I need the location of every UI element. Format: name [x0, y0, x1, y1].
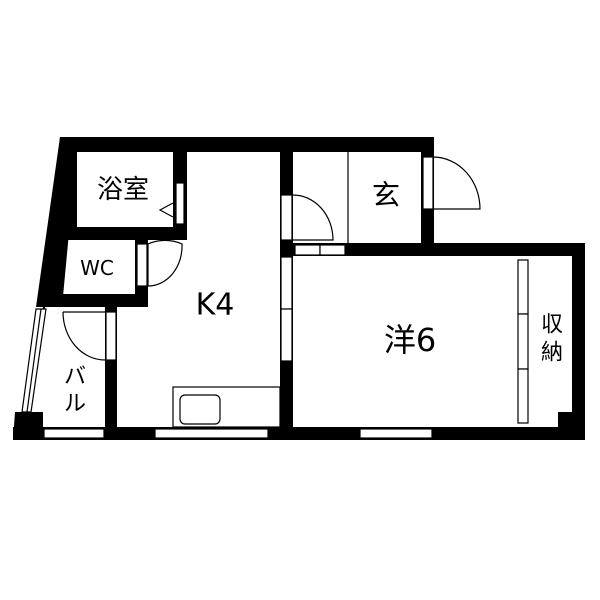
left-wall-upper: [36, 137, 77, 307]
storage-door-3[interactable]: [517, 368, 529, 424]
storage-label-bottom: 納: [541, 341, 563, 366]
wc-door[interactable]: [136, 243, 148, 287]
bath-label: 浴室: [97, 175, 149, 205]
kitchen-window: [154, 428, 269, 439]
balcony-door[interactable]: [105, 311, 117, 361]
kitchen-sink: [179, 394, 221, 425]
right-exterior-wall: [572, 243, 585, 440]
wc-label: WC: [80, 256, 114, 280]
railing-line: [26, 308, 42, 413]
hall-threshold-2: [319, 244, 346, 256]
wc-door-swing: [147, 239, 183, 287]
kitchen-label: K4: [196, 288, 235, 323]
western-room-label: 洋6: [384, 321, 436, 359]
storage-label-top: 収: [541, 313, 563, 338]
bath-door[interactable]: [175, 182, 185, 225]
room-labels: 浴室 WC K4 玄 洋6 収 納 バ ル: [64, 175, 563, 417]
hall-door-swing: [292, 194, 334, 241]
sliding-door-1[interactable]: [280, 256, 293, 310]
entrance-label: 玄: [372, 179, 400, 212]
entrance-door-swing: [432, 156, 481, 210]
storage-door-1[interactable]: [517, 259, 529, 315]
bath-door-arrow-icon: [158, 202, 174, 218]
wc-bottom-wall: [40, 294, 148, 307]
storage-corner-block: [558, 412, 573, 428]
bath-bottom-wall: [55, 227, 187, 240]
corner-block: [15, 412, 43, 440]
balcony-label-bottom: ル: [64, 392, 86, 417]
hall-threshold-1: [294, 244, 321, 256]
balcony-door-swing: [62, 311, 106, 361]
balcony-window: [43, 428, 105, 439]
wc-left-wall: [48, 240, 61, 307]
storage-door-2[interactable]: [517, 313, 529, 370]
top-wall: [60, 137, 434, 152]
western-room-window: [359, 428, 433, 439]
openings: [21, 152, 529, 439]
balcony-label-top: バ: [64, 365, 86, 390]
western-room-top-wall: [280, 243, 585, 256]
hall-door[interactable]: [280, 194, 293, 241]
sliding-door-2[interactable]: [280, 308, 293, 362]
entrance-door[interactable]: [422, 156, 434, 210]
